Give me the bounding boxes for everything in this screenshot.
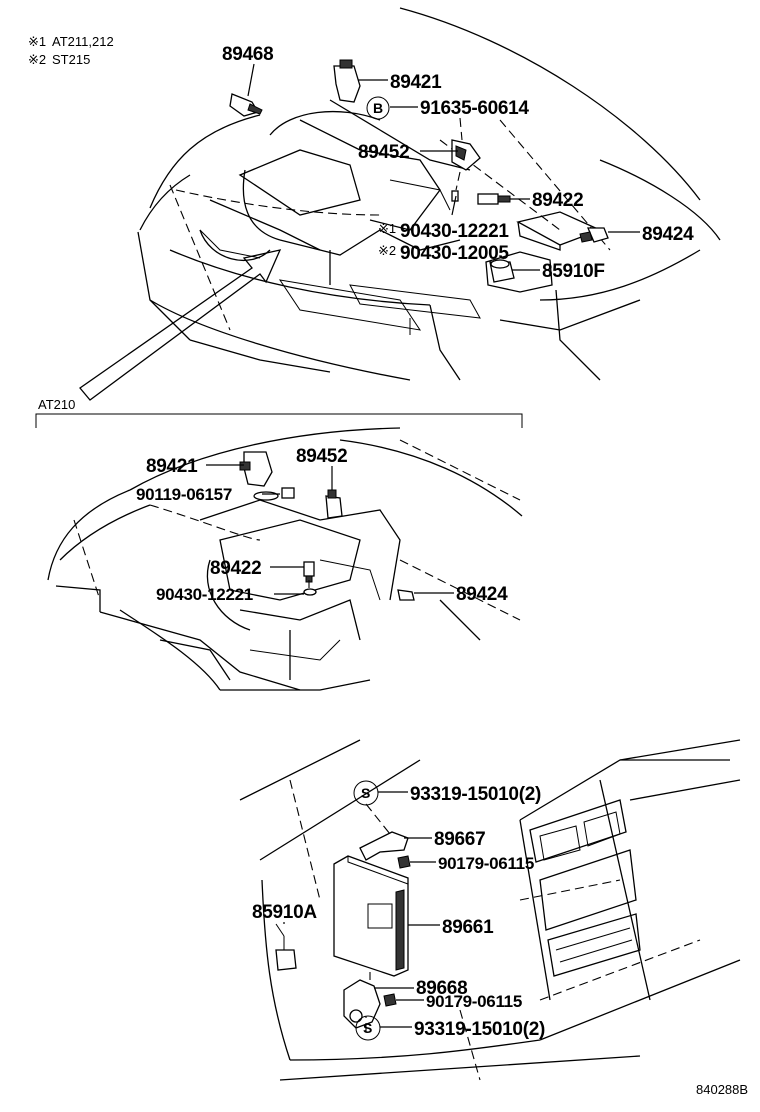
mid-label-90430-12221: 90430-12221: [156, 585, 253, 604]
circle-s-bottom-marker: [355, 1015, 381, 1041]
part-89468-sensor: [229, 93, 263, 117]
mid-label-89421: 89421: [146, 456, 198, 477]
mark-1: ※1: [378, 221, 396, 236]
mid-label-90119-06157: 90119-06157: [136, 485, 232, 504]
circle-s-bottom-text: S: [363, 1020, 372, 1036]
label-93319-15010-bottom: 93319-15010(2): [414, 1019, 545, 1040]
label-89421: 89421: [390, 72, 442, 93]
part-89422-sensor: [451, 190, 511, 205]
label-90430-12221: 90430-12221: [400, 221, 509, 242]
bottom-callouts: S 93319-15010(2) 89667 90179-06115 85910…: [252, 780, 545, 1041]
part-89452-sensor: [451, 139, 481, 171]
mark-2: ※2: [378, 243, 396, 258]
part-90179-bolt-bottom: [383, 993, 397, 1007]
note-1-mark: ※1: [28, 34, 46, 49]
part-85910A-relay: [275, 923, 297, 971]
label-93319-15010-top: 93319-15010(2): [410, 784, 541, 805]
label-85910F: 85910F: [542, 261, 605, 282]
engine-bay-top-drawing: [79, 7, 721, 401]
label-91635-60614: 91635-60614: [420, 98, 529, 119]
mid-part-89421: [239, 451, 273, 487]
label-85910A: 85910A: [252, 902, 317, 923]
part-90179-bolt-top: [397, 855, 411, 869]
part-89421-sensor: [333, 59, 361, 103]
dashboard-bottom-drawing: [239, 739, 741, 1081]
note-2-text: ST215: [52, 52, 90, 67]
engine-bay-middle-drawing: [47, 427, 523, 691]
label-90430-12005: 90430-12005: [400, 243, 509, 264]
middle-callouts: 89421 89452 90119-06157 89422 90430-1222…: [136, 446, 508, 605]
at210-section-bracket: AT210: [35, 397, 523, 428]
part-89661-ecu: [333, 855, 409, 977]
label-90179-06115-top: 90179-06115: [438, 854, 534, 873]
label-90179-06115-bottom: 90179-06115: [426, 992, 522, 1011]
label-89667: 89667: [434, 829, 485, 850]
mid-label-89424: 89424: [456, 584, 508, 605]
circle-s-top-text: S: [361, 785, 370, 801]
part-89424-sensor: [579, 227, 609, 243]
label-89422: 89422: [532, 190, 583, 211]
part-89667-bracket: [359, 831, 409, 861]
mid-part-90430: [303, 588, 317, 596]
circle-s-top-marker: [353, 780, 379, 806]
label-89661: 89661: [442, 917, 494, 938]
label-89668: 89668: [416, 978, 467, 999]
mid-part-89452: [325, 489, 343, 519]
label-89452: 89452: [358, 142, 409, 163]
variant-notes: ※1 AT211,212 ※2 ST215: [28, 34, 114, 67]
label-89424: 89424: [642, 224, 694, 245]
top-callouts: 89468 89421 B 91635-60614 89452 89422 ※1…: [222, 44, 694, 282]
note-1-text: AT211,212: [52, 34, 114, 49]
label-89468: 89468: [222, 44, 273, 65]
part-89668-bracket: [343, 979, 381, 1029]
mid-label-89422: 89422: [210, 558, 261, 579]
circle-b-text: B: [373, 100, 383, 116]
part-85910F-relay: [489, 259, 515, 283]
mid-label-89452: 89452: [296, 446, 347, 467]
mid-part-89424: [397, 589, 415, 601]
circle-b-marker: [366, 96, 390, 120]
mid-part-89422: [303, 561, 315, 583]
variant-at210-label: AT210: [38, 397, 75, 412]
note-2-mark: ※2: [28, 52, 46, 67]
figure-id: 840288B: [696, 1082, 748, 1097]
